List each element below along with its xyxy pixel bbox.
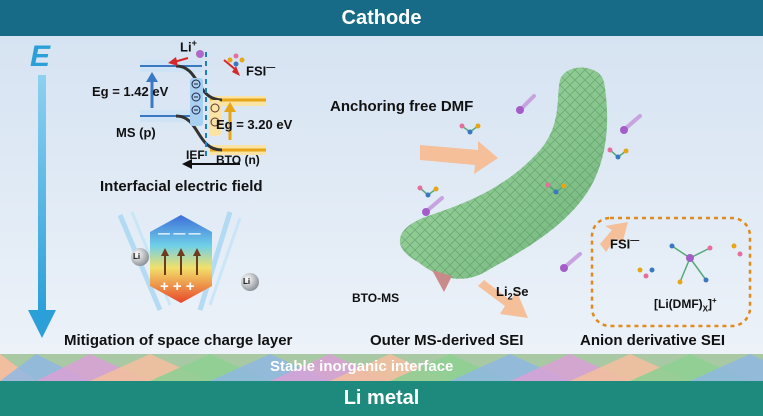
fsi-text: FSI	[246, 63, 267, 79]
fsi-charge: —	[266, 62, 276, 72]
li-ion-right-icon	[241, 273, 259, 291]
anion-fsi-label: FSI—	[610, 235, 639, 251]
anchoring-label: Anchoring free DMF	[330, 98, 474, 115]
outer-sei-caption: Outer MS-derived SEI	[370, 332, 524, 349]
peach-arrows	[420, 141, 628, 318]
molecule-icon	[459, 123, 481, 135]
li-right-label: Li	[243, 277, 251, 286]
interfacial-field-caption: Interfacial electric field	[100, 178, 263, 195]
cathode-band: Cathode	[0, 0, 763, 36]
molecule-icon	[607, 147, 629, 160]
dmf-molecules	[417, 94, 642, 272]
space-charge-hexagon	[117, 211, 259, 311]
molecule-icon	[545, 182, 567, 195]
anion-fsi-charge: —	[630, 235, 640, 245]
li-left-label: Li	[133, 252, 141, 261]
li-center-icon	[686, 254, 694, 262]
space-charge-caption: Mitigation of space charge layer	[64, 332, 293, 349]
interface-label: Stable inorganic interface	[270, 358, 454, 375]
bto-label: BTO (n)	[216, 153, 260, 167]
li-ion-left-icon	[131, 248, 149, 266]
field-symbol: E	[30, 40, 51, 73]
complex-tail: ]	[708, 297, 712, 311]
li-ion-icon	[560, 264, 568, 272]
band-diagram	[140, 50, 266, 169]
fsi-molecule-icon	[227, 53, 245, 67]
anion-box	[590, 216, 752, 328]
anion-fsi-text: FSI	[610, 236, 631, 252]
field-arrow	[28, 75, 56, 338]
eg-right-label: Eg = 3.20 eV	[216, 117, 293, 132]
molecule-icon	[417, 185, 439, 198]
complex-sub: X	[702, 304, 708, 314]
li-metal-band: Li metal	[0, 381, 763, 416]
ief-label: IEF	[186, 148, 205, 162]
ms-label: MS (p)	[116, 125, 156, 140]
interface-strip	[0, 354, 763, 381]
diagram-area	[0, 36, 763, 381]
li2se-base: Li	[496, 284, 508, 299]
bto-ms-label: BTO-MS	[352, 291, 400, 305]
hex-minus-signs: — — —	[158, 226, 201, 240]
complex-sup: +	[712, 296, 717, 305]
li2se-sub: 2	[507, 291, 513, 302]
li-ion-charge: +	[191, 38, 197, 48]
complex-base: [Li(DMF)	[654, 297, 703, 311]
li2se-label: Li2Se	[496, 284, 528, 302]
li-ion-label: Li+	[180, 38, 197, 54]
li-ion-icon	[620, 126, 628, 134]
sei-tube	[399, 67, 608, 292]
anion-sei-caption: Anion derivative SEI	[580, 332, 726, 349]
li-ion-icon	[422, 208, 430, 216]
hex-plus-signs: + + +	[160, 278, 195, 295]
li2se-tail: Se	[512, 284, 529, 299]
li-ion-icon	[516, 106, 524, 114]
fsi-label: FSI—	[246, 62, 275, 78]
eg-left-label: Eg = 1.42 eV	[92, 84, 169, 99]
complex-label: [Li(DMF)X]+	[654, 296, 717, 313]
li-ion-text: Li	[180, 39, 192, 55]
